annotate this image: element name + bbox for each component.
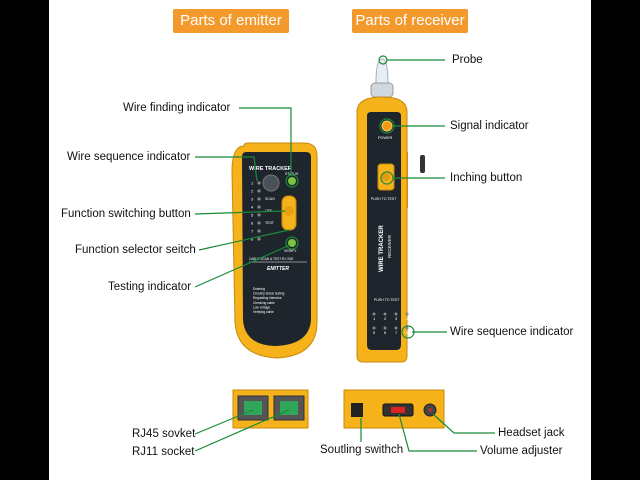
label-soutling-switch: Soutling swithch: [320, 444, 404, 456]
receiver-wire-number: 1: [373, 316, 376, 321]
emitter-wire-number: 5: [251, 213, 254, 218]
receiver-wire-number: 8: [406, 330, 409, 335]
emitter-wire-number: 8: [251, 237, 254, 242]
receiver-ports-panel: [343, 389, 445, 429]
emitter-status-text: STATUS: [285, 172, 299, 176]
emitter-test-text: TEST: [265, 221, 275, 225]
emitter-wire-number: 7: [251, 229, 254, 234]
diagram-canvas: Parts of emitter Parts of receiver WIRE …: [49, 0, 591, 480]
leader-lines: [194, 59, 495, 452]
receiver-wire-number: 3: [395, 316, 398, 321]
label-rj11-socket: RJ11 socket: [132, 446, 195, 458]
emitter-feature-item: Entering: [253, 287, 265, 291]
emitter-wire-leds: [257, 181, 261, 241]
label-function-selector-switch: Function selector seitch: [75, 244, 196, 256]
receiver-wire-number: 4: [406, 316, 409, 321]
emitter-wire-finding-button[interactable]: [262, 174, 280, 192]
receiver-wire-number: 2: [384, 316, 387, 321]
receiver-wire-number: 5: [373, 330, 376, 335]
emitter-feature-item: Verifying cable: [253, 310, 274, 314]
label-inching-button: Inching button: [450, 172, 523, 184]
header-receiver: Parts of receiver: [352, 9, 468, 33]
device-illustration: WIRE TRACKER STATUS SCAN OFF TEST VERIFY…: [194, 55, 495, 452]
receiver-wire-led: [405, 312, 409, 316]
receiver-wire-leds: 1 2 3 4 5 6 7 8: [372, 312, 409, 335]
label-signal-indicator: Signal indicator: [450, 120, 529, 132]
receiver-push-to-test-2-text: PUSH TO TEST: [374, 298, 400, 302]
receiver-wire-led: [394, 312, 398, 316]
emitter-status-led: [288, 177, 296, 185]
emitter-name-text: EMITTER: [267, 266, 289, 272]
label-probe: Probe: [452, 54, 483, 66]
receiver-name-text: RECEIVER: [387, 234, 392, 258]
emitter-function-switching-button[interactable]: [284, 206, 294, 216]
emitter-feature-item: Regulating intensive: [253, 296, 282, 300]
label-wire-finding-indicator: Wire finding indicator: [123, 102, 231, 114]
receiver-wire-number: 6: [384, 330, 387, 335]
emitter-model-text: CABLE SCAN & TEST RJ-YDE: [249, 257, 294, 261]
label-testing-indicator: Testing indicator: [108, 281, 192, 293]
emitter-verify-text: VERIFY: [284, 249, 297, 253]
receiver-wire-led: [383, 326, 387, 330]
emitter-wire-number: 3: [251, 197, 254, 202]
receiver-wire-led: [383, 312, 387, 316]
emitter-feature-item: Checking cable: [253, 301, 275, 305]
receiver-wire-led: [372, 326, 376, 330]
header-emitter: Parts of emitter: [173, 9, 289, 33]
label-headset-jack: Headset jack: [498, 427, 565, 439]
emitter-wire-number: 6: [251, 221, 254, 226]
label-wire-sequence-indicator-receiver: Wire sequence indicator: [450, 326, 574, 338]
emitter-device: WIRE TRACKER STATUS SCAN OFF TEST VERIFY…: [231, 142, 318, 359]
emitter-feature-item: Low voltage: [253, 305, 270, 309]
receiver-power-text: POWER: [378, 136, 393, 140]
receiver-push-to-test-text: PUSH TO TEST: [371, 197, 397, 201]
emitter-brand-text: WIRE TRACKER: [249, 166, 292, 172]
label-function-switching-button: Function switching button: [61, 208, 191, 220]
emitter-wire-number: 4: [251, 205, 254, 210]
emitter-wire-number: 1: [251, 181, 254, 186]
emitter-wire-numbers: 1 2 3 4 5 6 7 8: [251, 181, 254, 242]
emitter-ports-panel: [232, 389, 309, 429]
receiver-signal-led: [381, 120, 393, 132]
emitter-feature-item: Circuitry status testing: [253, 292, 285, 296]
emitter-wire-number: 2: [251, 189, 254, 194]
receiver-wire-led: [394, 326, 398, 330]
receiver-wire-led: [405, 326, 409, 330]
label-wire-sequence-indicator-emitter: Wire sequence indicator: [67, 151, 191, 163]
label-rj45-socket: RJ45 sovket: [132, 428, 196, 440]
receiver-wire-led: [372, 312, 376, 316]
soutling-switch[interactable]: [351, 403, 363, 417]
label-volume-adjuster: Volume adjuster: [480, 445, 563, 457]
receiver-device: POWER PUSH TO TEST WIRE TRACKER RECEIVER…: [356, 58, 425, 363]
receiver-brand-text: WIRE TRACKER: [379, 225, 385, 272]
receiver-wire-number: 7: [395, 330, 398, 335]
emitter-scan-text: SCAN: [265, 197, 275, 201]
